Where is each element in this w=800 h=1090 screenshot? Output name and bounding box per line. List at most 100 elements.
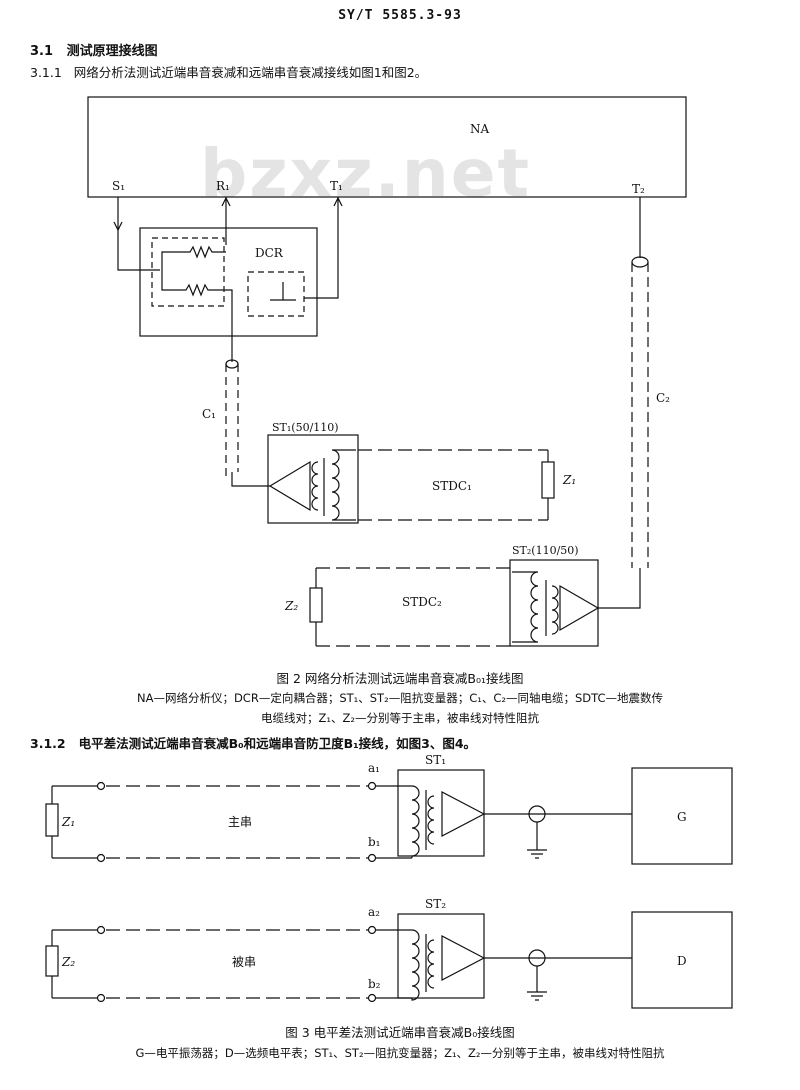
dcr-inner-right <box>247 271 305 317</box>
terminal-z2-top <box>96 925 106 935</box>
terminal-a1 <box>367 781 377 791</box>
section-number: 3.1 <box>30 44 54 59</box>
dcr-inner-left <box>151 237 225 307</box>
terminal-a2 <box>367 925 377 935</box>
terminal-z1-top <box>96 781 106 791</box>
subsection-311: 3.1.1 网络分析法测试近端串音衰减和远端串音衰减接线如图1和图2。 <box>30 62 427 81</box>
st2-box-f3 <box>397 913 485 999</box>
ground-symbol-bottom <box>527 966 547 1001</box>
c2-to-st2 <box>598 568 641 609</box>
b1-label: b₁ <box>368 835 381 849</box>
section-heading: 3.1 测试原理接线图 <box>30 40 158 59</box>
dcr-termination <box>270 282 296 301</box>
terminal-z2-bottom <box>96 993 106 1003</box>
figure-2-caption: 图 2 网络分析法测试远端串音衰减B₀₁接线图 <box>276 671 524 686</box>
z1-label-f3: Z₁ <box>61 815 75 829</box>
dcr-label: DCR <box>255 246 284 260</box>
s1-wire <box>117 197 160 271</box>
c1-coax <box>225 364 239 478</box>
terminal-z1-bottom <box>96 853 106 863</box>
g-box <box>631 767 733 865</box>
t1-wire <box>304 197 339 299</box>
victim-pair-label: 被串 <box>232 955 256 969</box>
stdc1-label: STDC₁ <box>432 479 472 493</box>
s1-arrow <box>113 221 123 232</box>
figure-2-legend-line2: 电缆线对；Z₁、Z₂—分别等于主串，被串线对特性阻抗 <box>261 711 539 725</box>
t1-label: T₁ <box>330 179 343 193</box>
st1-input-wires <box>376 785 412 859</box>
z1-resistor-f3 <box>45 803 59 837</box>
st1-coil-secondary <box>331 449 356 521</box>
terminal-b2 <box>367 993 377 1003</box>
stdc2-label: STDC₂ <box>402 595 442 609</box>
dcr-box <box>139 227 318 337</box>
st1-label-f3: ST₁ <box>425 753 446 767</box>
st2-triangle-f3 <box>441 935 486 981</box>
st1-coil-primary <box>311 461 319 511</box>
st1-box-f3 <box>397 769 485 857</box>
na-label: NA <box>470 122 490 136</box>
z1-wire-stubs <box>52 785 98 859</box>
subsection-text: 电平差法测试近端串音衰减B₀和远端串音防卫度B₁接线，如图3、图4。 <box>78 736 477 751</box>
watermark: bzxz.net <box>200 135 532 212</box>
victim-pair <box>106 929 368 999</box>
st1-triangle-f3 <box>441 791 486 837</box>
figure-3-legend: G—电平振荡器；D—选频电平表；ST₁、ST₂—阻抗变量器；Z₁、Z₂—分别等于… <box>135 1046 665 1060</box>
s1-label: S₁ <box>112 179 125 193</box>
b2-label: b₂ <box>368 977 381 991</box>
g-label: G <box>677 810 687 824</box>
st2-input-wires <box>376 929 412 999</box>
st2-box <box>509 559 599 647</box>
d-box <box>631 911 733 1009</box>
z2-label-f3: Z₂ <box>61 955 75 969</box>
resistor-lower <box>161 270 233 362</box>
st2-label-f3: ST₂ <box>425 897 446 911</box>
st2-label: ST₂(110/50) <box>512 544 579 557</box>
subsection-312: 3.1.2 电平差法测试近端串音衰减B₀和远端串音防卫度B₁接线，如图3、图4。 <box>30 733 476 752</box>
resistor-upper <box>161 245 226 270</box>
stdc1-pair <box>358 449 548 521</box>
st1-triangle <box>268 460 311 512</box>
figure-2-legend-line1: NA—网络分析仪；DCR—定向耦合器；ST₁、ST₂—阻抗变量器；C₁、C₂—同… <box>136 691 664 705</box>
r1-label: R₁ <box>216 179 230 193</box>
main-pair <box>106 785 368 859</box>
c2-label: C₂ <box>656 391 670 405</box>
figure-3-caption: 图 3 电平差法测试近端串音衰减B₀接线图 <box>285 1025 515 1040</box>
subsection-number: 3.1.1 <box>30 65 62 80</box>
r1-arrow <box>221 196 231 207</box>
st2-coil-f3-primary <box>427 939 435 989</box>
st2-coil-secondary <box>512 571 539 643</box>
z2-label: Z₂ <box>284 599 298 613</box>
subsection-text: 网络分析法测试近端串音衰减和远端串音衰减接线如图1和图2。 <box>73 65 428 80</box>
z1-resistor <box>541 461 555 499</box>
d-label: D <box>677 954 687 968</box>
stdc2-pair <box>316 567 512 647</box>
figure-2: NA S₁ R₁ T₁ T₂ DCR C₁ ST₁(50/110) <box>87 96 687 647</box>
z2-wire-stubs <box>52 929 98 999</box>
figure-3: Z₁ 主串 a₁ b₁ ST₁ G Z₂ 被串 a₂ b₂ <box>45 753 733 1009</box>
c2-coax <box>631 262 649 568</box>
c2-coax-end <box>631 256 649 268</box>
ground-symbol-top <box>527 822 547 859</box>
z2-resistor-f3 <box>45 945 59 977</box>
main-pair-label: 主串 <box>228 815 252 829</box>
z2-resistor <box>309 587 323 623</box>
t2-label: T₂ <box>632 182 645 196</box>
subsection-number: 3.1.2 <box>30 736 66 751</box>
st2-coil-f3-secondary <box>411 929 420 1001</box>
standard-number: SY/T 5585.3-93 <box>338 8 462 23</box>
z1-label: Z₁ <box>562 473 576 487</box>
a2-label: a₂ <box>368 905 380 919</box>
c1-label: C₁ <box>202 407 216 421</box>
st1-coil-f3-secondary <box>411 785 420 858</box>
c1-to-st1 <box>231 472 270 487</box>
st1-label: ST₁(50/110) <box>272 421 339 434</box>
st2-triangle <box>559 584 600 632</box>
st1-coil-f3-primary <box>427 795 435 845</box>
t1-arrow <box>333 196 343 207</box>
st2-coil-primary <box>551 585 559 635</box>
a1-label: a₁ <box>368 761 380 775</box>
section-title: 测试原理接线图 <box>66 44 158 59</box>
terminal-b1 <box>367 853 377 863</box>
st1-box <box>267 434 359 524</box>
